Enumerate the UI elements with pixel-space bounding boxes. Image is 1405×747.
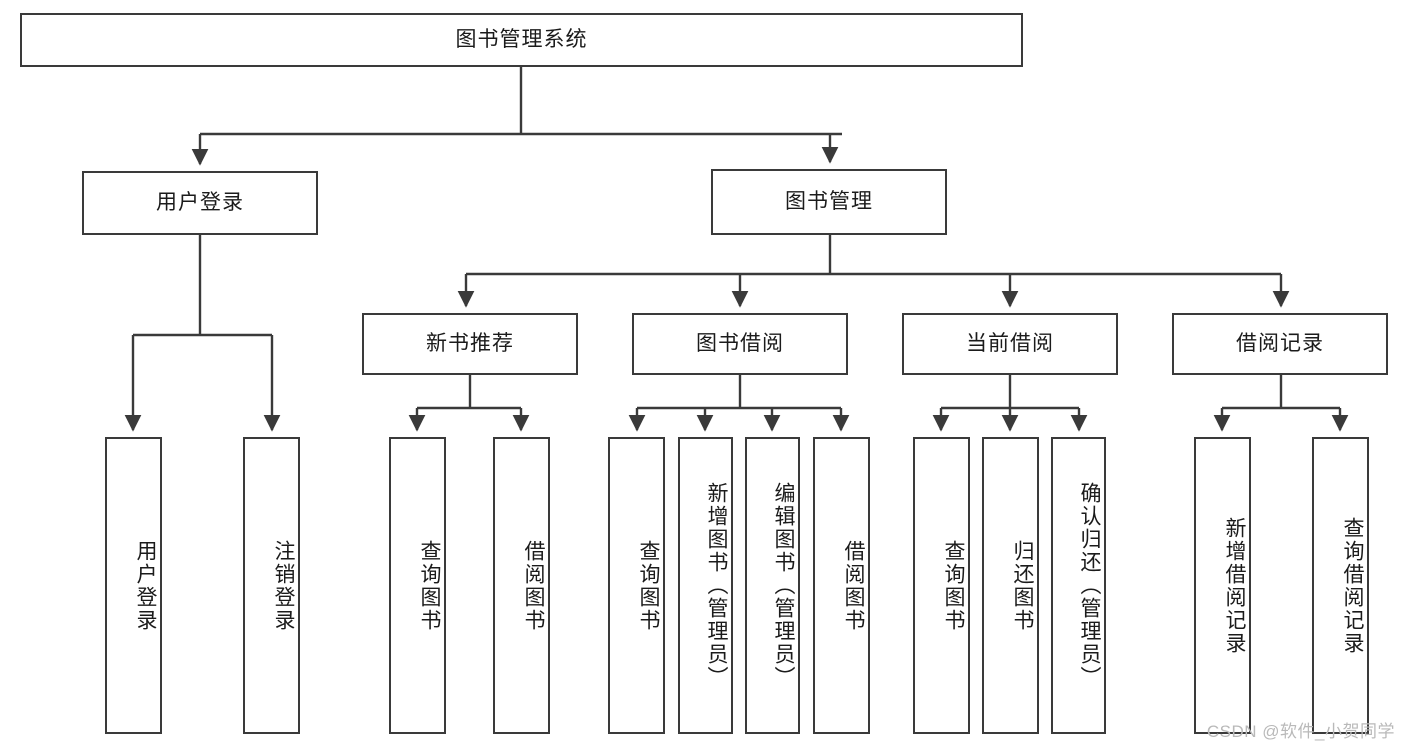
node-label: 借阅记录: [1236, 332, 1324, 356]
leaf-borrow-query-book[interactable]: 查询图书: [608, 437, 665, 734]
leaf-borrow-add-book-admin[interactable]: 新增图书（管理员）: [678, 437, 733, 734]
leaf-current-return-book[interactable]: 归还图书: [982, 437, 1039, 734]
node-label: 用户登录: [134, 539, 157, 632]
node-label: 图书管理: [785, 190, 873, 214]
node-book-management[interactable]: 图书管理: [711, 169, 947, 235]
node-current-borrow[interactable]: 当前借阅: [902, 313, 1118, 375]
leaf-new-book-borrow-book[interactable]: 借阅图书: [493, 437, 550, 734]
node-label: 归还图书: [1011, 539, 1034, 632]
node-label: 图书管理系统: [455, 28, 588, 52]
leaf-new-book-query-book[interactable]: 查询图书: [389, 437, 446, 734]
node-label: 新增借阅记录: [1223, 516, 1246, 655]
leaf-user-login-logout[interactable]: 注销登录: [243, 437, 300, 734]
node-label: 新书推荐: [426, 332, 514, 356]
leaf-record-query-record[interactable]: 查询借阅记录: [1312, 437, 1369, 734]
node-label: 查询借阅记录: [1341, 516, 1364, 655]
node-label: 查询图书: [418, 539, 441, 632]
node-label: 编辑图书（管理员）: [772, 482, 795, 689]
node-label: 查询图书: [637, 539, 660, 632]
leaf-current-query-book[interactable]: 查询图书: [913, 437, 970, 734]
node-label: 当前借阅: [966, 332, 1054, 356]
node-borrow-record[interactable]: 借阅记录: [1172, 313, 1388, 375]
leaf-borrow-borrow-book[interactable]: 借阅图书: [813, 437, 870, 734]
node-label: 借阅图书: [522, 539, 545, 632]
leaf-current-confirm-return-admin[interactable]: 确认归还（管理员）: [1051, 437, 1106, 734]
node-new-book-recommend[interactable]: 新书推荐: [362, 313, 578, 375]
node-label: 确认归还（管理员）: [1078, 482, 1101, 689]
node-label: 查询图书: [942, 539, 965, 632]
node-user-login[interactable]: 用户登录: [82, 171, 318, 235]
leaf-borrow-edit-book-admin[interactable]: 编辑图书（管理员）: [745, 437, 800, 734]
node-label: 图书借阅: [696, 332, 784, 356]
node-root-system[interactable]: 图书管理系统: [20, 13, 1023, 67]
node-label: 借阅图书: [842, 539, 865, 632]
node-book-borrow[interactable]: 图书借阅: [632, 313, 848, 375]
leaf-user-login-login[interactable]: 用户登录: [105, 437, 162, 734]
csdn-watermark: CSDN @软件_小贺同学: [1206, 722, 1395, 741]
node-label: 用户登录: [156, 191, 244, 215]
leaf-record-add-record[interactable]: 新增借阅记录: [1194, 437, 1251, 734]
node-label: 注销登录: [272, 539, 295, 632]
node-label: 新增图书（管理员）: [705, 482, 728, 689]
